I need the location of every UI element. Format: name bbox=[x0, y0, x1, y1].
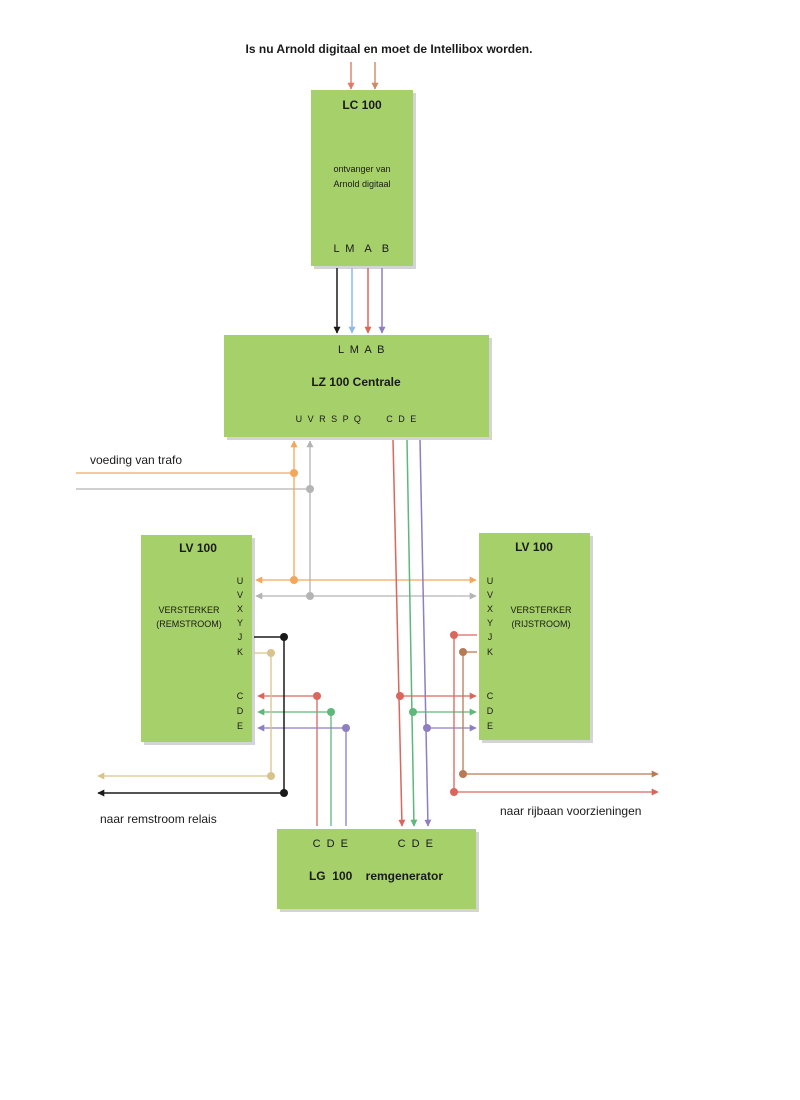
node-right-j-top bbox=[450, 631, 458, 639]
lz100-ports-top: L M A B bbox=[338, 344, 386, 356]
lv100-left-title: LV 100 bbox=[179, 541, 217, 555]
lg100-ports-right: C D E bbox=[398, 838, 435, 850]
node-left-e bbox=[342, 724, 350, 732]
node-u-bus bbox=[290, 576, 298, 584]
header-text: Is nu Arnold digitaal en moet de Intelli… bbox=[246, 42, 533, 56]
lv100-right-port-v: V bbox=[487, 590, 493, 600]
node-left-j-bottom bbox=[280, 789, 288, 797]
node-right-j-bottom bbox=[450, 788, 458, 796]
node-v-bus bbox=[306, 592, 314, 600]
lv100-right-desc-1: VERSTERKER bbox=[510, 605, 572, 615]
lg100-block: C D E C D E LG 100 remgenerator bbox=[277, 829, 479, 912]
lv100-left-port-u: U bbox=[237, 576, 244, 586]
node-v-trafo bbox=[306, 485, 314, 493]
node-right-c bbox=[396, 692, 404, 700]
node-right-k-top bbox=[459, 648, 467, 656]
label-rijbaan: naar rijbaan voorzieningen bbox=[500, 804, 641, 818]
lv100-right-port-j: J bbox=[488, 632, 493, 642]
lv100-left-desc-2: (REMSTROOM) bbox=[156, 619, 222, 629]
node-left-d bbox=[327, 708, 335, 716]
lv100-right-port-k: K bbox=[487, 647, 493, 657]
lv100-right-port-e: E bbox=[487, 721, 493, 731]
lc100-ports: L M A B bbox=[333, 243, 390, 255]
lv100-left-desc-1: VERSTERKER bbox=[158, 605, 220, 615]
lv100-left-port-v: V bbox=[237, 590, 243, 600]
wire-lz-e bbox=[419, 439, 432, 827]
lz100-ports-right: C D E bbox=[386, 414, 418, 424]
lz100-ports-left: U V R S P Q bbox=[296, 414, 363, 424]
lg100-title: LG 100 remgenerator bbox=[309, 869, 443, 883]
node-right-d bbox=[409, 708, 417, 716]
node-right-k-bottom bbox=[459, 770, 467, 778]
lv100-right-port-y: Y bbox=[487, 618, 493, 628]
lv100-right-port-c: C bbox=[487, 691, 494, 701]
lv100-left-port-y: Y bbox=[237, 618, 243, 628]
lv100-right-desc-2: (RIJSTROOM) bbox=[512, 619, 571, 629]
lc100-block: LC 100 ontvanger van Arnold digitaal L M… bbox=[311, 90, 416, 269]
lc100-desc-2: Arnold digitaal bbox=[333, 179, 390, 189]
wire-lz-c bbox=[392, 439, 406, 827]
node-left-j-top bbox=[280, 633, 288, 641]
lv100-left-port-d: D bbox=[237, 706, 244, 716]
label-remstroom: naar remstroom relais bbox=[100, 812, 217, 826]
lv100-right-title: LV 100 bbox=[515, 540, 553, 554]
node-left-c bbox=[313, 692, 321, 700]
lv100-left-port-c: C bbox=[237, 691, 244, 701]
lv100-left-block: LV 100 VERSTERKER (REMSTROOM) U V X Y J … bbox=[141, 535, 255, 745]
lc100-desc-1: ontvanger van bbox=[333, 164, 390, 174]
node-left-k-bottom bbox=[267, 772, 275, 780]
node-left-k-top bbox=[267, 649, 275, 657]
lc100-title: LC 100 bbox=[342, 98, 382, 112]
label-voeding: voeding van trafo bbox=[90, 453, 182, 467]
node-right-e bbox=[423, 724, 431, 732]
lv100-left-port-e: E bbox=[237, 721, 243, 731]
lv100-left-port-j: J bbox=[238, 632, 243, 642]
lv100-left-port-k: K bbox=[237, 647, 243, 657]
lv100-right-port-u: U bbox=[487, 576, 494, 586]
lz100-title: LZ 100 Centrale bbox=[311, 375, 401, 389]
lg100-ports-left: C D E bbox=[313, 838, 350, 850]
wire-lz-d bbox=[406, 439, 418, 827]
lv100-right-port-x: X bbox=[487, 604, 493, 614]
lv100-right-port-d: D bbox=[487, 706, 494, 716]
lv100-right-block: LV 100 VERSTERKER (RIJSTROOM) U V X Y J … bbox=[479, 533, 593, 743]
node-u-trafo bbox=[290, 469, 298, 477]
lv100-left-port-x: X bbox=[237, 604, 243, 614]
lz100-block: L M A B LZ 100 Centrale U V R S P Q C D … bbox=[224, 335, 492, 440]
